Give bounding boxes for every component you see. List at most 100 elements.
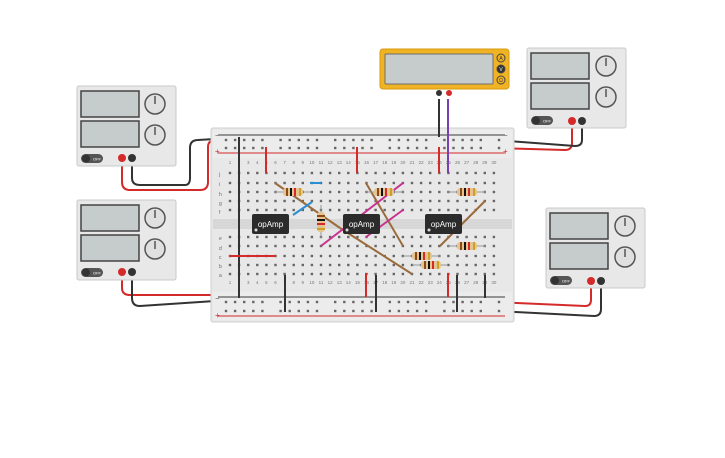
rail-hole[interactable] [261,138,264,142]
hole[interactable] [419,190,423,194]
rail-hole[interactable] [233,300,237,304]
rail-hole[interactable] [361,300,364,304]
hole[interactable] [338,208,341,212]
hole[interactable] [474,181,477,185]
hole[interactable] [274,208,277,212]
hole[interactable] [328,199,332,203]
rail-hole[interactable] [297,146,300,150]
rail-hole[interactable] [297,300,300,304]
hole[interactable] [429,244,432,248]
hole[interactable] [465,181,468,185]
supply-wire[interactable] [494,121,573,152]
rail-hole[interactable] [470,138,473,142]
rail-hole[interactable] [261,309,264,313]
hole[interactable] [301,181,304,185]
hole[interactable] [438,199,441,203]
breadboard-holes[interactable] [224,138,501,313]
hole[interactable] [247,235,250,239]
hole[interactable] [328,208,332,212]
rail-hole[interactable] [352,138,355,142]
rail-hole[interactable] [361,138,364,142]
hole[interactable] [374,254,377,258]
hole[interactable] [474,254,477,258]
negative-terminal[interactable] [597,277,605,285]
rail-hole[interactable] [288,309,291,313]
hole[interactable] [465,171,468,175]
hole[interactable] [456,171,459,175]
rail-hole[interactable] [261,146,264,150]
hole[interactable] [447,208,450,212]
hole[interactable] [401,263,405,267]
hole[interactable] [419,199,423,203]
hole[interactable] [401,171,405,175]
hole[interactable] [356,199,359,203]
hole[interactable] [419,171,423,175]
hole[interactable] [228,199,232,203]
rail-hole[interactable] [425,146,428,150]
positive-terminal[interactable] [568,117,576,125]
hole[interactable] [310,235,314,239]
rail-hole[interactable] [497,138,501,142]
hole[interactable] [328,171,332,175]
hole[interactable] [438,190,441,194]
rail-hole[interactable] [415,146,419,150]
hole[interactable] [347,263,350,267]
hole[interactable] [456,208,459,212]
hole[interactable] [256,199,259,203]
multimeter[interactable]: A V Ω [379,48,510,96]
rail-hole[interactable] [306,309,310,313]
supply-wire[interactable] [494,121,583,148]
rail-hole[interactable] [352,300,355,304]
hole[interactable] [492,263,496,267]
hole[interactable] [438,244,441,248]
hole[interactable] [465,199,468,203]
hole[interactable] [356,244,359,248]
rail-hole[interactable] [470,146,473,150]
hole[interactable] [338,190,341,194]
hole[interactable] [419,208,423,212]
rail-hole[interactable] [297,138,300,142]
hole[interactable] [410,199,414,203]
rail-hole[interactable] [461,300,464,304]
hole[interactable] [356,208,359,212]
rail-hole[interactable] [388,300,391,304]
hole[interactable] [347,199,350,203]
rail-hole[interactable] [252,300,255,304]
hole[interactable] [274,263,277,267]
rail-hole[interactable] [406,138,410,142]
hole[interactable] [319,254,323,258]
rail-hole[interactable] [361,146,364,150]
mode-v-button[interactable]: V [496,64,506,74]
hole[interactable] [392,199,395,203]
rail-hole[interactable] [243,300,246,304]
rail-hole[interactable] [343,138,346,142]
power-switch[interactable]: OFF [81,268,103,277]
rail-hole[interactable] [306,146,310,150]
opamp-chip[interactable]: opAmp [343,214,380,234]
hole[interactable] [374,181,377,185]
hole[interactable] [465,208,468,212]
hole[interactable] [283,263,286,267]
hole[interactable] [374,263,377,267]
hole[interactable] [228,190,232,194]
hole[interactable] [483,171,486,175]
hole[interactable] [347,254,350,258]
hole[interactable] [465,272,468,276]
hole[interactable] [474,235,477,239]
rail-hole[interactable] [479,300,482,304]
rail-hole[interactable] [415,300,419,304]
hole[interactable] [383,208,386,212]
hole[interactable] [410,235,414,239]
wire-brown[interactable] [365,182,404,247]
probe-terminal[interactable] [436,90,442,96]
hole[interactable] [383,235,386,239]
hole[interactable] [410,190,414,194]
hole[interactable] [283,235,286,239]
hole[interactable] [347,190,350,194]
rail-hole[interactable] [334,138,337,142]
rail-hole[interactable] [479,138,482,142]
rail-hole[interactable] [315,309,319,313]
hole[interactable] [483,263,486,267]
rail-hole[interactable] [415,138,419,142]
rail-hole[interactable] [397,138,401,142]
